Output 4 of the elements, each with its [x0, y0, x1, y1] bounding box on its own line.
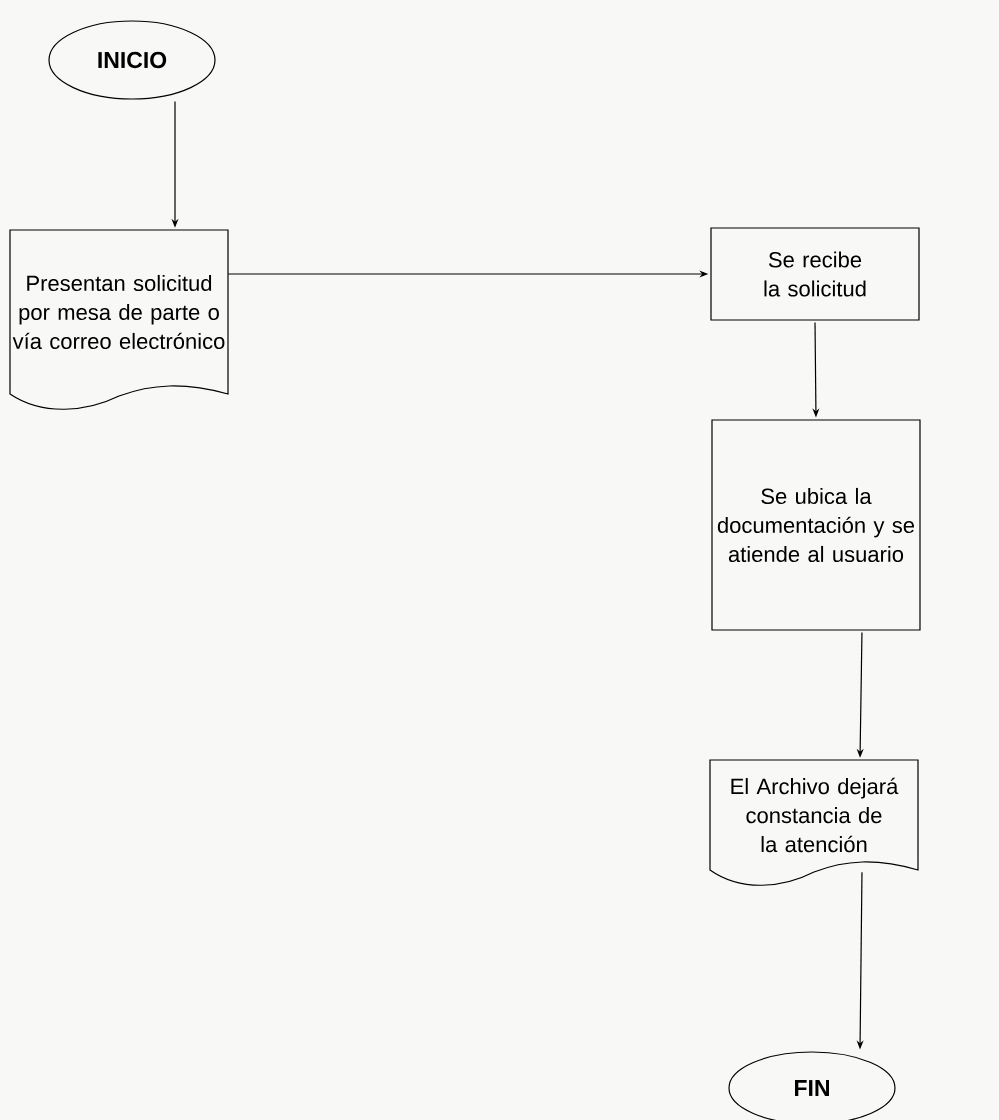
document-box: El Archivo dejará constancia de la atención — [709, 759, 919, 886]
document-box: Presentan solicitud por mesa de parte o vía correo electrónico — [9, 229, 229, 410]
process-box: Se ubica la documentación y se atiende al usuario — [711, 419, 921, 631]
process-box: Se recibe la solicitud — [710, 227, 920, 321]
